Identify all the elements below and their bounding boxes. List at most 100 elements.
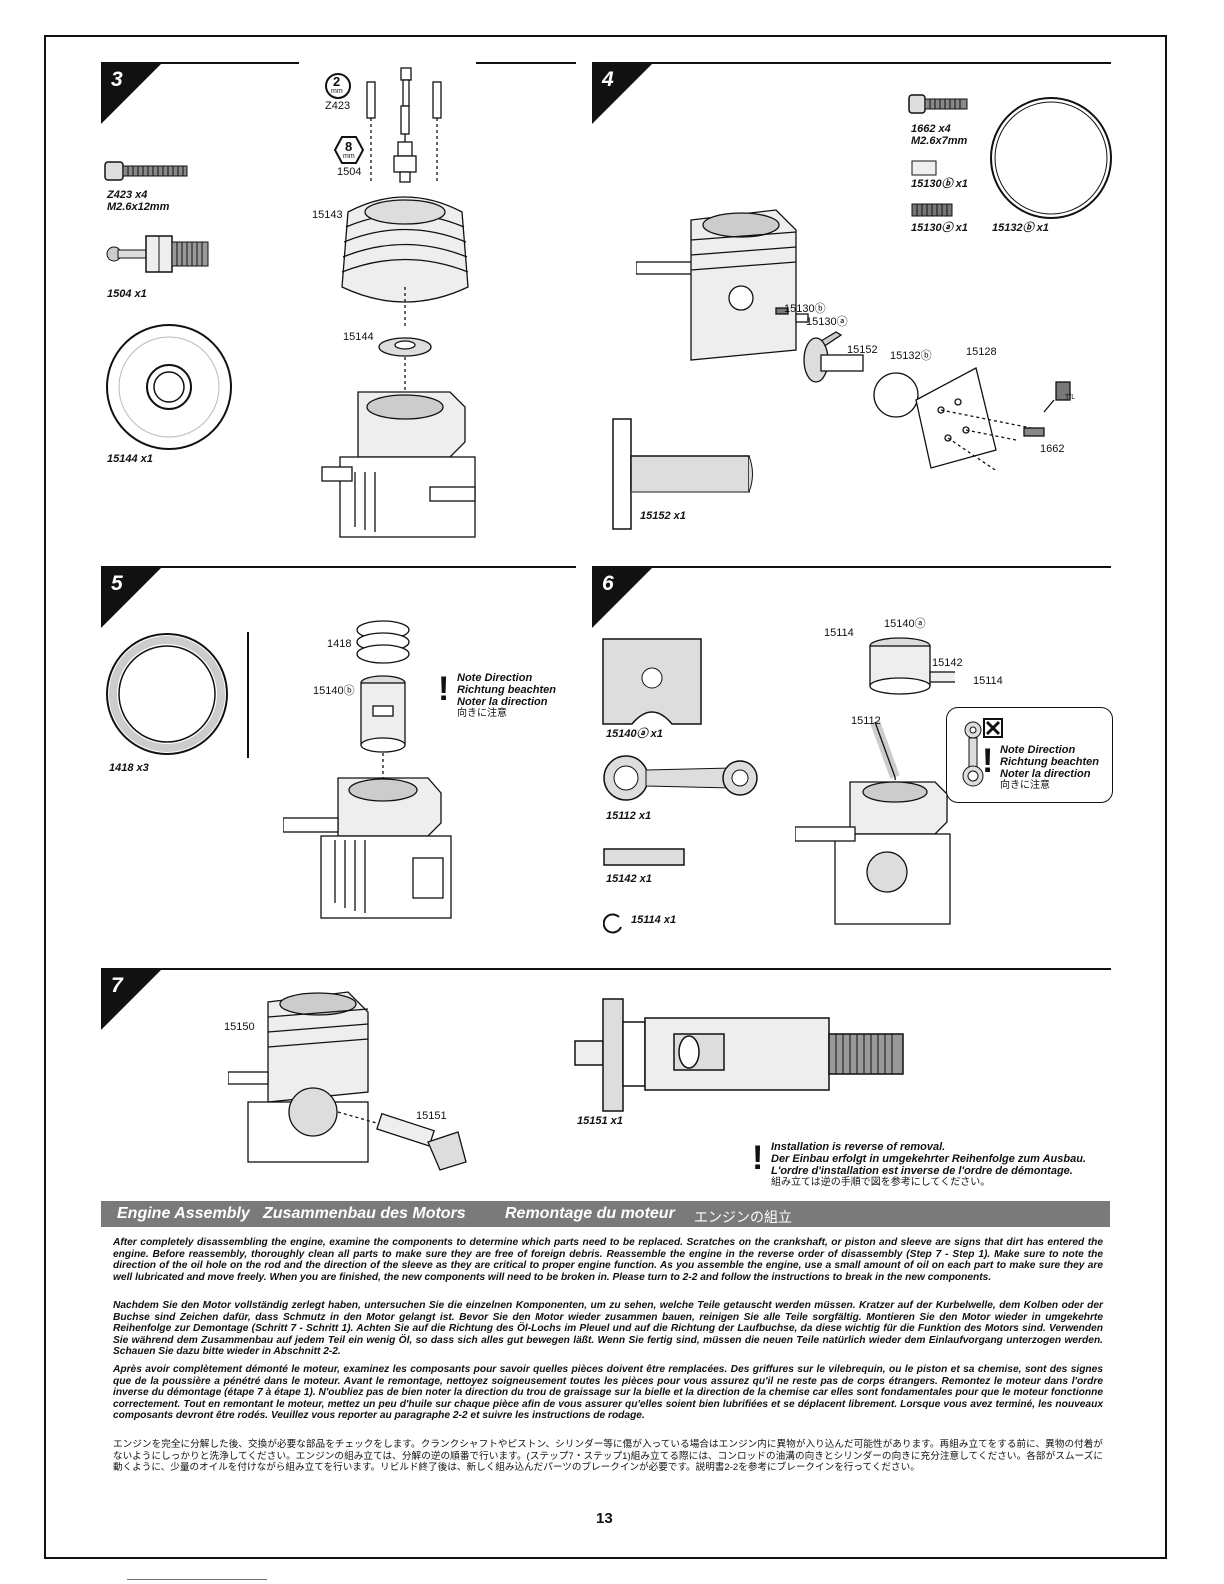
step-6-rule [592, 566, 1111, 568]
callout-1504: 1504 [337, 166, 362, 178]
part-1662-size: M2.6x7mm [911, 135, 968, 147]
step-3-rule-right [476, 62, 576, 64]
step-3-engine-head-illustration [300, 62, 480, 557]
section-title-jp: エンジンの組立 [694, 1209, 792, 1225]
paragraph-en: After completely disassembling the engin… [113, 1237, 1103, 1283]
head-gasket-washer-icon [104, 322, 234, 457]
install-note: Installation is reverse of removal. Der … [771, 1141, 1086, 1189]
piston-15140a-icon [602, 638, 702, 731]
note-jp: 向きに注意 [1000, 780, 1050, 791]
part-15152-label: 15152 x1 [640, 510, 686, 522]
step-5-number: 5 [111, 572, 123, 595]
step-6-piston-illustration [794, 622, 971, 937]
section-title-bar: Engine Assembly Zusammenbau des Motors R… [101, 1201, 1110, 1227]
step-4-marker: 4 [592, 62, 654, 124]
part-15142-label: 15142 x1 [606, 873, 652, 885]
callout-15132b: 15132ⓑ [890, 350, 932, 362]
note-fr: Noter la direction [1000, 768, 1091, 780]
note-direction-s5: Note Direction Richtung beachten Noter l… [457, 672, 556, 720]
spring-15130a-icon [911, 203, 953, 222]
screw-1662-icon [908, 93, 968, 120]
part-1418-label: 1418 x3 [109, 762, 149, 774]
footer-underline [127, 1579, 267, 1580]
part-15132b-label: 15132ⓑ x1 [992, 222, 1049, 234]
step-7-crankcase-illustration [227, 982, 478, 1177]
callout-1418: 1418 [327, 638, 352, 650]
step-7-rule [101, 968, 1111, 970]
step-3-number: 3 [111, 68, 123, 91]
rod-direction-detail-box [946, 707, 1113, 803]
callout-tl: T/L [1065, 394, 1076, 401]
page-frame [44, 35, 1167, 1559]
con-rod-15112-icon [602, 754, 762, 809]
callout-z423: Z423 [325, 100, 351, 112]
page-number: 13 [596, 1510, 613, 1527]
step-5-rule [101, 566, 576, 568]
part-15151-label: 15151 x1 [577, 1115, 623, 1127]
step-5-marker: 5 [101, 566, 163, 628]
callout-15150: 15150 [224, 1021, 255, 1033]
shim-1418-edge-view [247, 632, 249, 758]
part-z423-label: Z423 x4 [107, 189, 148, 201]
note-direction-icon: ! [438, 670, 450, 708]
callout-1662: 1662 [1040, 443, 1065, 455]
install-note-icon: ! [752, 1139, 764, 1177]
note-direction-icon-s6: ! [982, 742, 994, 780]
part-15130a-label: 15130ⓐ x1 [911, 222, 968, 234]
callout-15143: 15143 [312, 209, 343, 221]
note-en: Note Direction [1000, 744, 1076, 756]
tool-2mm-unit: mm [331, 88, 343, 95]
wrist-pin-15142-icon [603, 848, 685, 871]
section-title-de: Zusammenbau des Motors [263, 1205, 466, 1222]
note-de: Richtung beachten [1000, 756, 1100, 768]
shaft-15152-icon [612, 418, 757, 535]
pin-15130b-icon [911, 160, 937, 181]
tool-2mm-size: 2 [333, 74, 341, 89]
part-15114-label: 15114 x1 [631, 914, 677, 926]
callout-15114-right: 15114 [973, 675, 1003, 687]
paragraph-de: Nachdem Sie den Motor vollständig zerleg… [113, 1300, 1103, 1358]
section-title-en: Engine Assembly [117, 1205, 250, 1222]
part-15130b-label: 15130ⓑ x1 [911, 178, 968, 190]
step-7-number: 7 [111, 974, 123, 997]
callout-15152: 15152 [847, 344, 878, 356]
step-3-rule-left [101, 62, 299, 64]
callout-15144: 15144 [343, 331, 374, 343]
circlip-15114-icon [602, 913, 625, 940]
note-jp: 向きに注意 [457, 708, 507, 719]
callout-15140b: 15140ⓑ [313, 685, 355, 697]
note-en: Note Direction [457, 672, 533, 684]
socket-wrench-8mm-icon: 8 mm [333, 135, 365, 170]
screw-part-icon [104, 158, 188, 189]
step-3-marker: 3 [101, 62, 163, 124]
note-de: Richtung beachten [457, 684, 557, 696]
hex-wrench-2mm-icon: 2 mm [324, 72, 352, 105]
callout-15112: 15112 [851, 715, 881, 727]
note-direction-s6: Note Direction Richtung beachten Noter l… [1000, 744, 1099, 792]
callout-15142: 15142 [932, 657, 963, 669]
callout-15151: 15151 [416, 1110, 447, 1122]
part-15144-label: 15144 x1 [107, 453, 153, 465]
install-note-fr: L'ordre d'installation est inverse de l'… [771, 1165, 1073, 1177]
tool-8mm-size: 8 [345, 139, 353, 154]
paragraph-fr: Après avoir complètement démonté le mote… [113, 1364, 1103, 1422]
part-15140a-label: 15140ⓐ x1 [606, 728, 663, 740]
callout-15114-left: 15114 [824, 627, 854, 639]
o-ring-15132b-icon [988, 95, 1114, 226]
install-note-en: Installation is reverse of removal. [771, 1141, 946, 1153]
callout-15140a: 15140ⓐ [884, 618, 926, 630]
wrong-way-x-icon [983, 718, 1003, 738]
step-6-number: 6 [602, 572, 614, 595]
tool-8mm-unit: mm [343, 153, 355, 160]
part-15112-label: 15112 x1 [606, 810, 652, 822]
glow-plug-icon [104, 226, 210, 287]
step-5-sleeve-illustration [282, 618, 458, 938]
crankshaft-15151-icon [574, 998, 904, 1118]
step-7-marker: 7 [101, 968, 163, 1030]
part-1504-label: 1504 x1 [107, 288, 147, 300]
section-title-fr: Remontage du moteur [505, 1205, 675, 1222]
install-note-jp: 組み立ては逆の手順で図を参考にしてください。 [771, 1177, 991, 1188]
step-6-marker: 6 [592, 566, 654, 628]
step-4-engine-illustration [635, 200, 1076, 475]
shim-1418-icon [105, 632, 230, 762]
